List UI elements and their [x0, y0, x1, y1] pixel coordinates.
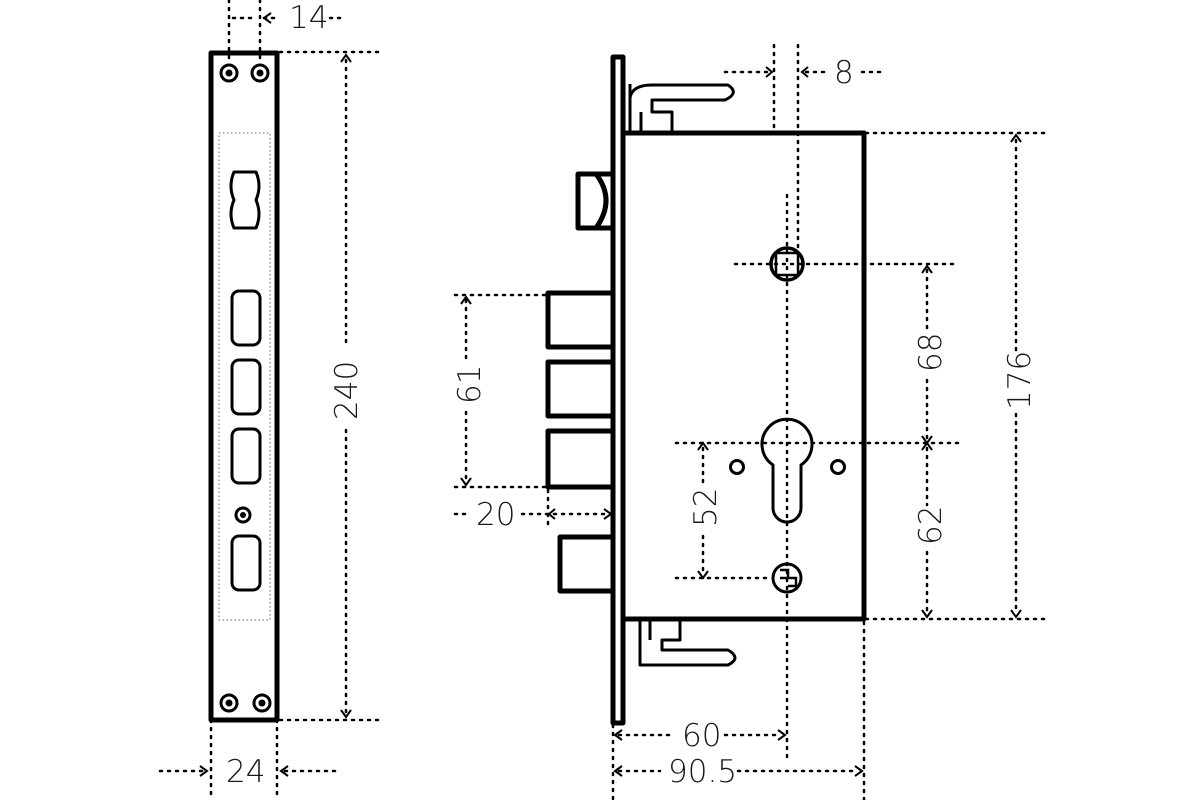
faceplate-screw-top-left: [219, 63, 239, 83]
lock-case: [620, 130, 867, 622]
fixing-hole-right: [830, 459, 846, 475]
faceplate-view: 14 240 24: [158, 0, 380, 800]
dimension-faceplate-width: 24: [226, 754, 265, 790]
faceplate-latch-opening: [229, 170, 261, 230]
dimension-bolt-throw: 20: [476, 497, 515, 533]
lock-body-view: 8 61 20 68 62: [452, 43, 1047, 800]
auxiliary-bolt: [557, 534, 616, 594]
dimension-faceplate-length: 240: [329, 361, 365, 420]
dimension-cylinder-to-bottom: 62: [913, 506, 949, 545]
faceplate-outline: [208, 50, 280, 723]
faceplate-bolt-opening-3: [230, 427, 262, 485]
dimension-handle-offset: 8: [834, 55, 854, 91]
faceplate-screw-middle: [234, 506, 252, 524]
latch-bolt: [575, 171, 613, 231]
dead-bolt-3: [545, 428, 616, 490]
dimension-body-height: 176: [1002, 351, 1038, 410]
faceplate-bolt-opening-2: [230, 358, 262, 416]
dead-bolt-1: [545, 290, 616, 350]
dimension-bolt-spacing: 61: [452, 365, 488, 404]
faceplate-bolt-opening-4: [230, 534, 262, 592]
dead-bolt-2: [545, 359, 616, 419]
dimension-cylinder-to-screw: 52: [688, 488, 724, 527]
dimension-faceplate-screw-spacing: 14: [289, 0, 328, 36]
faceplate-screw-top-right: [250, 63, 270, 83]
faceplate-inner-recess: [218, 132, 271, 621]
top-lever-hook: [628, 83, 735, 134]
bottom-lever-hook: [638, 620, 737, 667]
dimension-body-depth: 90.5: [668, 754, 737, 790]
faceplate-screw-bottom-left: [219, 693, 239, 713]
fixing-hole-left: [729, 459, 745, 475]
faceplate-bolt-opening-1: [230, 289, 262, 347]
faceplate-screw-bottom-right: [252, 693, 272, 713]
dimension-backset: 60: [682, 718, 721, 754]
dimension-spindle-to-cylinder: 68: [913, 333, 949, 372]
